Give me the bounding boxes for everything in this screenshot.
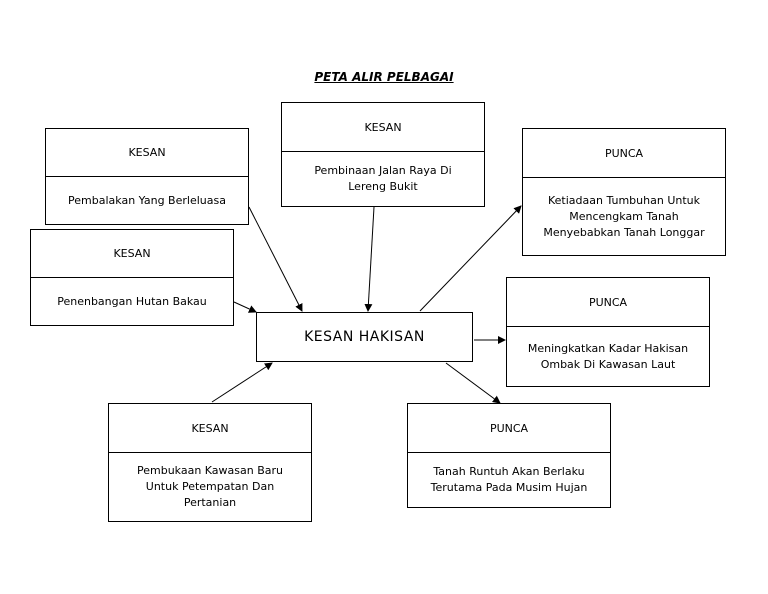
arrow-b2-to-center (364, 206, 375, 312)
box-text: Pembukaan Kawasan Baru Untuk Petempatan … (136, 464, 284, 509)
arrow-b4-to-center (233, 301, 257, 313)
box-header: KESAN (46, 129, 248, 177)
box-header: PUNCA (408, 404, 610, 453)
box-text: Pembalakan Yang Berleluasa (68, 193, 226, 207)
box-tumbuhan: PUNCA Ketiadaan Tumbuhan Untuk Mencengka… (522, 128, 726, 256)
box-hakisan-ombak: PUNCA Meningkatkan Kadar Hakisan Ombak D… (506, 277, 710, 387)
box-header: KESAN (31, 230, 233, 278)
box-text: Meningkatkan Kadar Hakisan Ombak Di Kawa… (527, 341, 689, 371)
box-text: Tanah Runtuh Akan Berlaku Terutama Pada … (430, 465, 588, 494)
arrow-center-to-b3 (419, 205, 522, 312)
box-kawasan-baru: KESAN Pembukaan Kawasan Baru Untuk Petem… (108, 403, 312, 522)
arrow-b1-to-center (248, 206, 303, 312)
box-text: Pembinaan Jalan Raya Di Lereng Bukit (314, 164, 452, 193)
diagram-title: PETA ALIR PELBAGAI (314, 70, 454, 84)
box-text: Ketiadaan Tumbuhan Untuk Mencengkam Tana… (543, 193, 705, 239)
central-node: KESAN HAKISAN (256, 312, 473, 362)
box-text: Penenbangan Hutan Bakau (57, 294, 207, 308)
box-header: KESAN (109, 404, 311, 453)
arrow-center-to-b7 (445, 362, 501, 404)
box-jalan-raya: KESAN Pembinaan Jalan Raya Di Lereng Buk… (281, 102, 485, 207)
box-pembalakan: KESAN Pembalakan Yang Berleluasa (45, 128, 249, 225)
box-header: KESAN (282, 103, 484, 152)
box-header: PUNCA (523, 129, 725, 178)
box-tanah-runtuh: PUNCA Tanah Runtuh Akan Berlaku Terutama… (407, 403, 611, 508)
arrow-b6-to-center (211, 362, 273, 403)
box-header: PUNCA (507, 278, 709, 327)
box-hutan-bakau: KESAN Penenbangan Hutan Bakau (30, 229, 234, 326)
